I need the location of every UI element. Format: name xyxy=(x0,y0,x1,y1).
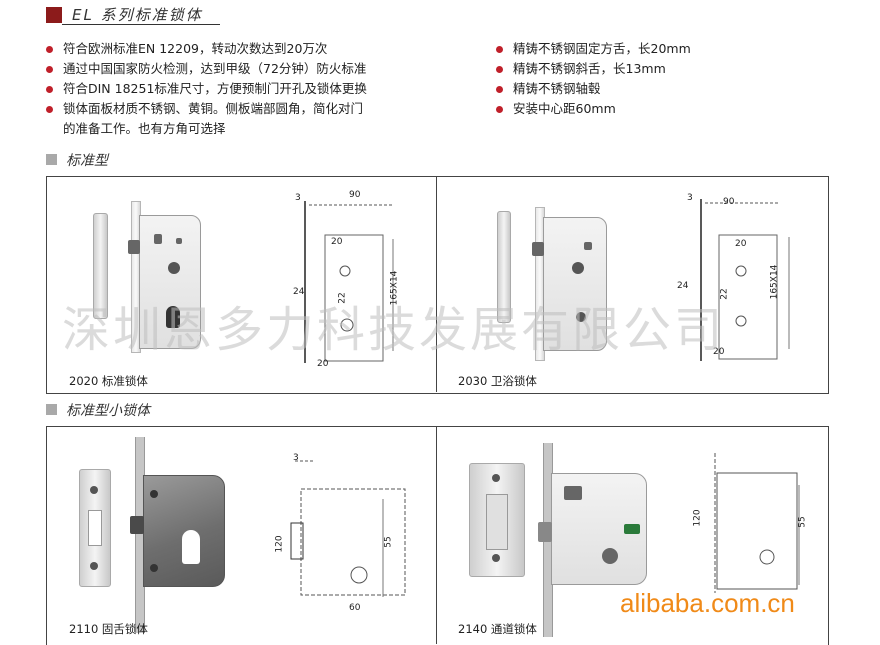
screw-hole xyxy=(90,562,98,570)
bullet-icon xyxy=(46,66,53,73)
company-watermark: 深圳恩多力科技发展有限公司 xyxy=(62,302,726,358)
dim-label: 3 xyxy=(687,193,693,203)
rivet xyxy=(150,564,158,572)
box-divider xyxy=(436,426,437,644)
lock-body xyxy=(128,215,201,349)
bullet-icon xyxy=(46,106,53,113)
strike-plate xyxy=(79,469,111,587)
technical-drawing xyxy=(290,460,406,597)
feature-item: 精铸不锈钢斜舌，长13mm xyxy=(496,59,826,79)
dim-label: 20 xyxy=(317,359,329,369)
product-2020: 3 90 20 24 22 165X14 20 2020 标准锁体 xyxy=(47,177,435,392)
product-2140: 120 55 2140 通道锁体 xyxy=(437,427,827,644)
dim-label: 20 xyxy=(331,237,343,247)
feature-item: 精铸不锈钢轴毂 xyxy=(496,79,826,99)
header-marker xyxy=(46,7,62,23)
section-title-standard: 标准型 xyxy=(66,153,108,169)
section-title-small: 标准型小锁体 xyxy=(66,403,150,419)
screw-hole xyxy=(492,554,500,562)
dim-label: 3 xyxy=(295,193,301,203)
dim-backset: 90 xyxy=(349,190,361,200)
thumbturn-hole xyxy=(576,312,586,322)
bullet-icon xyxy=(46,46,53,53)
technical-drawing xyxy=(700,199,790,361)
lock-body xyxy=(130,475,225,587)
rivet xyxy=(176,238,182,244)
dim-label: 20 xyxy=(735,239,747,249)
technical-drawing xyxy=(714,453,800,593)
section-marker xyxy=(46,154,57,165)
dim-label: 55 xyxy=(797,516,808,528)
product-caption: 2110 固舌锁体 xyxy=(69,622,148,636)
feature-list-left: 符合欧洲标准EN 12209，转动次数达到20万次 通过中国国家防火检测，达到甲… xyxy=(46,39,466,139)
cylinder-hole xyxy=(182,530,200,564)
rivet xyxy=(584,242,592,250)
rivet xyxy=(154,234,162,244)
spindle-hole xyxy=(168,262,180,274)
spindle-hole xyxy=(602,548,618,564)
strike-plate xyxy=(93,213,108,319)
dim-label: 55 xyxy=(383,536,394,548)
mechanism xyxy=(564,486,582,500)
dim-height: 165X14 xyxy=(769,264,780,300)
feature-list-right: 精铸不锈钢固定方舌，长20mm 精铸不锈钢斜舌，长13mm 精铸不锈钢轴毂 安装… xyxy=(496,39,826,119)
screw-hole xyxy=(90,486,98,494)
cylinder-hole xyxy=(166,306,180,328)
alibaba-watermark: alibaba.com.cn xyxy=(620,588,795,618)
dim-label: 3 xyxy=(293,453,299,463)
feature-item: 精铸不锈钢固定方舌，长20mm xyxy=(496,39,826,59)
feature-item: 安装中心距60mm xyxy=(496,99,826,119)
dim-label: 24 xyxy=(677,281,689,291)
product-2030: 3 90 20 24 22 165X14 20 2030 卫浴锁体 xyxy=(437,177,827,392)
bullet-icon xyxy=(46,86,53,93)
product-caption: 2020 标准锁体 xyxy=(69,374,148,388)
dim-height: 120 xyxy=(274,535,285,553)
bullet-icon xyxy=(496,86,503,93)
dim-label: 24 xyxy=(293,287,305,297)
lock-body xyxy=(538,473,647,585)
box-divider xyxy=(436,176,437,392)
product-caption: 2030 卫浴锁体 xyxy=(458,374,537,388)
latch-bolt xyxy=(128,240,140,254)
feature-item: 锁体面板材质不锈钢、黄铜。侧板端部圆角，简化对门 xyxy=(46,99,466,119)
strike-opening xyxy=(88,510,102,546)
strike-lip xyxy=(486,494,508,550)
strike-plate xyxy=(497,211,511,323)
dim-height: 120 xyxy=(692,509,703,527)
feature-item: 符合欧洲标准EN 12209，转动次数达到20万次 xyxy=(46,39,466,59)
bullet-icon xyxy=(496,46,503,53)
dim-label: 60 xyxy=(349,603,361,613)
bullet-icon xyxy=(496,106,503,113)
rivet xyxy=(150,490,158,498)
feature-item-continuation: 的准备工作。也有方角可选择 xyxy=(63,121,226,136)
lock-body xyxy=(532,217,607,351)
spindle-hole xyxy=(572,262,584,274)
section-marker xyxy=(46,404,57,415)
label-sticker xyxy=(624,524,640,534)
latch-bolt xyxy=(532,242,544,256)
bullet-icon xyxy=(496,66,503,73)
header-underline xyxy=(62,24,220,25)
dim-backset: 90 xyxy=(723,197,735,207)
dim-label: 20 xyxy=(713,347,725,357)
page-title: EL 系列标准锁体 xyxy=(72,6,203,24)
technical-drawing xyxy=(304,201,394,363)
strike-plate xyxy=(469,463,525,577)
product-2110: 3 120 55 60 2110 固舌锁体 xyxy=(47,427,435,644)
screw-hole xyxy=(492,474,500,482)
dead-bolt xyxy=(130,516,144,534)
feature-item: 通过中国国家防火检测，达到甲级（72分钟）防火标准 xyxy=(46,59,466,79)
latch-bolt xyxy=(538,522,552,542)
product-caption: 2140 通道锁体 xyxy=(458,622,537,636)
feature-item: 符合DIN 18251标准尺寸，方便预制门开孔及锁体更换 xyxy=(46,79,466,99)
